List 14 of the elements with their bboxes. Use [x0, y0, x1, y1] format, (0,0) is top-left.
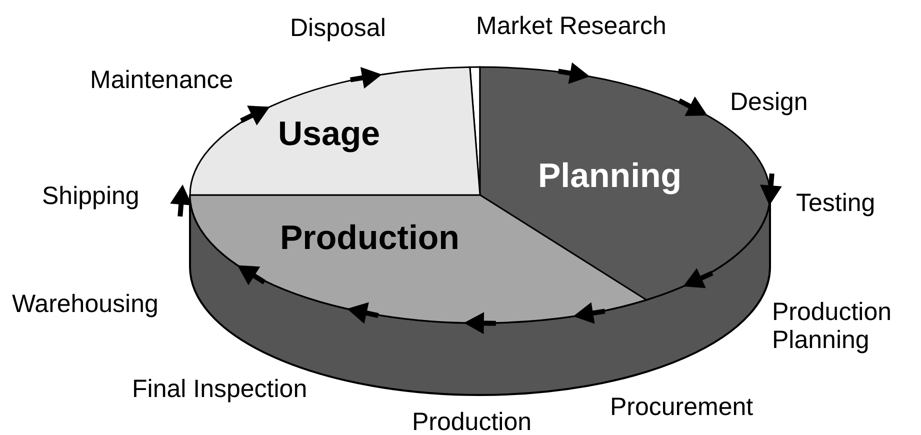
stage-label: Production: [412, 408, 532, 435]
stage-label: Procurement: [610, 393, 754, 421]
stage-label: Testing: [796, 189, 876, 217]
stage-label: Warehousing: [12, 290, 158, 318]
stage-label: Final Inspection: [132, 375, 308, 403]
stage-label: Market Research: [476, 12, 666, 40]
stage-label: Maintenance: [90, 66, 234, 94]
slice-label: Planning: [538, 157, 682, 196]
stage-label: Design: [730, 88, 808, 116]
slice-label: Production: [280, 219, 460, 258]
stage-label: Disposal: [290, 14, 386, 42]
slice-label: Usage: [278, 115, 380, 154]
stage-label: Production Planning: [772, 298, 893, 354]
stage-label: Shipping: [42, 182, 140, 210]
